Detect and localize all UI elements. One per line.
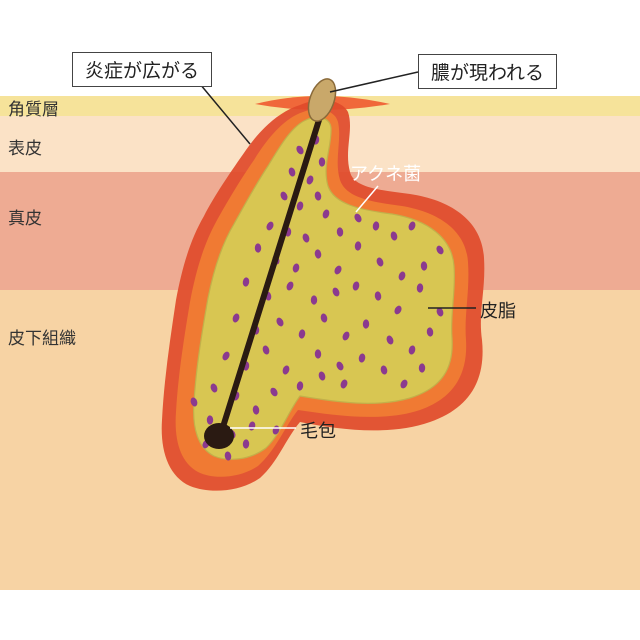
- acne-bacterium: [232, 313, 240, 323]
- sebum-mass: [193, 117, 455, 460]
- acne-bacterium: [296, 381, 304, 391]
- acne-bacterium: [374, 291, 382, 301]
- pus-leader: [329, 71, 419, 93]
- acne-bacterium: [342, 331, 350, 341]
- acne-bacterium: [336, 361, 344, 371]
- label-follicle: 毛包: [300, 421, 336, 442]
- acne-bacterium: [298, 329, 306, 339]
- acne-bacterium: [408, 345, 416, 355]
- acne-bacterium: [386, 335, 394, 345]
- acne-bacterium: [296, 201, 304, 211]
- acne-bacterium: [394, 305, 402, 315]
- hair-root: [204, 423, 234, 449]
- acne-bacterium: [266, 221, 274, 231]
- label-acne-bacteria: アクネ菌: [350, 164, 422, 185]
- acne-bacterium: [224, 451, 232, 461]
- acne-bacterium: [222, 351, 230, 361]
- acne-bacterium: [354, 241, 362, 251]
- acne-bacterium: [276, 317, 284, 327]
- acne-bacterium: [310, 295, 318, 305]
- layer-label-epidermis: 表皮: [8, 139, 42, 159]
- acne-bacterium: [254, 243, 262, 253]
- acne-bacterium: [318, 157, 326, 167]
- acne-bacterium: [372, 221, 380, 231]
- pus-drop: [307, 78, 337, 122]
- acne-bacterium: [322, 209, 330, 219]
- acne-bacterium: [190, 397, 198, 407]
- acne-bacterium: [292, 263, 300, 273]
- acne-bacterium: [332, 287, 340, 297]
- acne-bacterium: [436, 245, 444, 255]
- bacteria-group: [190, 135, 444, 461]
- acne-bacterium: [398, 271, 406, 281]
- acne-bacterium: [206, 415, 214, 425]
- acne-bacterium: [416, 283, 424, 293]
- acne-bacterium: [420, 261, 428, 271]
- acne-bacterium: [358, 353, 366, 363]
- acne-bacterium: [242, 439, 250, 449]
- acne-bacterium: [282, 365, 290, 375]
- acne-bacterium: [306, 175, 314, 185]
- acne-bacterium: [354, 213, 362, 223]
- acne-bacterium: [302, 233, 310, 243]
- layer-label-dermis: 真皮: [8, 209, 42, 229]
- callout-inflammation: 炎症が広がる: [72, 52, 213, 87]
- acne-bacterium: [270, 387, 278, 397]
- acne-bacterium: [352, 281, 360, 291]
- acne-bacterium: [280, 191, 288, 201]
- acne-bacterium: [426, 327, 434, 337]
- acne-bacterium: [286, 281, 294, 291]
- acne-bacterium: [210, 383, 218, 393]
- acne-bacterium: [436, 307, 444, 317]
- acne-bacterium: [376, 257, 384, 267]
- layer-label-stratum-corneum: 角質層: [8, 100, 59, 120]
- hair-shaft: [219, 101, 327, 433]
- acne-bacterium: [252, 405, 260, 415]
- bacteria-leader: [355, 185, 379, 213]
- acne-bacterium: [242, 277, 250, 287]
- acne-bacterium: [262, 345, 270, 355]
- acne-bacterium: [400, 379, 408, 389]
- callout-pus: 膿が現われる: [418, 54, 558, 89]
- acne-bacterium: [288, 167, 296, 177]
- acne-bacterium: [334, 265, 342, 275]
- acne-bacterium: [320, 313, 328, 323]
- acne-bacterium: [408, 221, 416, 231]
- layer-label-subcutis: 皮下組織: [8, 329, 76, 349]
- acne-bacterium: [314, 249, 322, 259]
- acne-bacterium: [314, 191, 322, 201]
- acne-bacterium: [362, 319, 370, 329]
- inflammation-leader: [199, 83, 251, 145]
- acne-bacterium: [318, 371, 326, 381]
- acne-bacterium: [296, 145, 304, 155]
- acne-bacterium: [380, 365, 388, 375]
- acne-bacterium: [336, 227, 344, 237]
- acne-bacterium: [418, 363, 426, 373]
- acne-bacterium: [390, 231, 398, 241]
- label-sebum: 皮脂: [480, 301, 516, 322]
- sebum-outline: [193, 116, 455, 460]
- acne-bacterium: [340, 379, 348, 389]
- acne-bacterium: [314, 349, 322, 359]
